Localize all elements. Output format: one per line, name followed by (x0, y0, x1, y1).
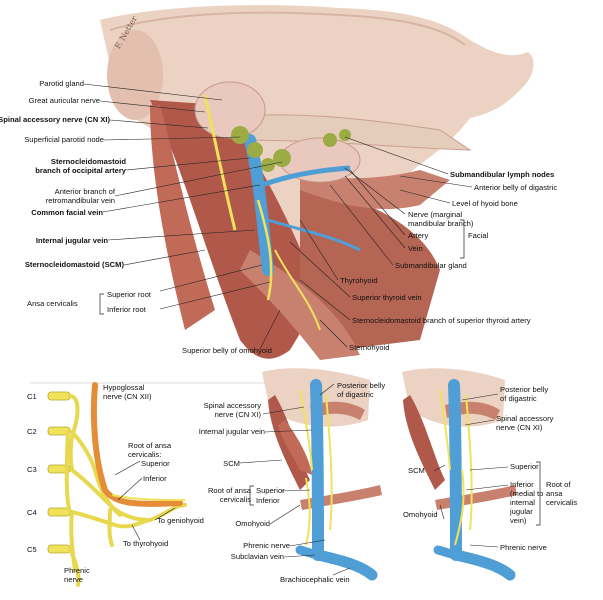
label-facial-artery: Artery (408, 231, 429, 240)
label-phrenic-1: Phrenic (64, 566, 90, 575)
label-facial: Facial (468, 231, 489, 240)
label-superior-root: Superior root (107, 290, 151, 299)
right-diagram (402, 368, 541, 581)
label-spinal-accessory-nerve: Spinal accessory nerve (CN XI) (0, 115, 110, 124)
label-mid-ijv: Internal jugular vein (198, 427, 265, 436)
middle-diagram (239, 368, 382, 581)
label-right-root-3: cervicalis (546, 498, 578, 507)
label-parotid-gland: Parotid gland (39, 79, 84, 88)
label-facial-nerve-1: Nerve (marginal (408, 210, 463, 219)
label-internal-jugular-vein: Internal jugular vein (35, 236, 108, 245)
label-anterior-branch-2: retromandibular vein (45, 196, 115, 205)
label-right-inferior-4: jugular (510, 507, 533, 516)
label-c1: C1 (27, 392, 37, 401)
label-superior-thyroid-vein: Superior thyroid vein (352, 293, 422, 302)
label-superior-belly-omohyoid: Superior belly of omohyoid (182, 346, 272, 355)
label-right-posterior-belly-1: Posterior belly (500, 385, 549, 394)
label-mid-inferior: Inferior (256, 496, 280, 505)
label-right-inferior-2: (medial to (510, 489, 544, 498)
label-right-omohyoid: Omohyoid (403, 510, 438, 519)
label-scm: Sternocleidomastoid (SCM) (24, 260, 124, 269)
label-mid-brachiocephalic: Brachiocephalic vein (280, 575, 350, 584)
label-thyrohyoid: Thyrohyoid (340, 276, 378, 285)
label-common-facial-vein: Common facial vein (31, 208, 103, 217)
top-dissection (83, 5, 534, 360)
label-anterior-branch-1: Anterior branch of (54, 187, 115, 196)
label-mid-subclavian: Subclavian vein (230, 552, 284, 561)
label-right-inferior-1: Inferior (510, 480, 534, 489)
label-to-thyrohyoid: To thyrohyoid (123, 539, 169, 548)
label-c5: C5 (27, 545, 37, 554)
label-mid-posterior-belly-2: of digastric (337, 390, 374, 399)
label-mid-superior: Superior (256, 486, 285, 495)
label-right-spinal-accessory-2: nerve (CN XI) (496, 423, 543, 432)
label-root-inferior: Inferior (143, 474, 167, 483)
label-mid-spinal-accessory-2: nerve (CN XI) (214, 410, 261, 419)
label-right-inferior-5: vein) (510, 516, 527, 525)
label-mid-phrenic: Phrenic nerve (243, 541, 290, 550)
label-right-posterior-belly-2: of digastric (500, 394, 537, 403)
label-ansa-cervicalis: Ansa cervicalis (27, 299, 78, 308)
label-scm-branch-occipital-1: Sternocleidomastoid (50, 157, 126, 166)
label-right-scm: SCM (408, 466, 425, 475)
label-great-auricular-nerve: Great auricular nerve (28, 96, 100, 105)
label-level-hyoid-bone: Level of hyoid bone (452, 199, 518, 208)
label-hypoglossal-2: nerve (CN XII) (103, 392, 152, 401)
label-facial-nerve-2: mandibular branch) (408, 219, 474, 228)
label-c3: C3 (27, 465, 37, 474)
label-right-spinal-accessory-1: Spinal accessory (496, 414, 554, 423)
label-anterior-belly-digastric: Anterior belly of digastric (474, 183, 558, 192)
label-to-geniohyoid: To geniohyoid (157, 516, 204, 525)
label-hypoglossal-1: Hypoglossal (103, 383, 145, 392)
label-superficial-parotid-node: Superficial parotid node (24, 135, 104, 144)
label-mid-root-2: cervicalis (219, 495, 251, 504)
label-mid-scm: SCM (223, 459, 240, 468)
label-scm-branch-occipital-2: branch of occipital artery (35, 166, 126, 175)
label-right-root-1: Root of (546, 480, 571, 489)
label-sternohyoid: Sternohyoid (349, 343, 390, 352)
label-root-ansa-2: cervicalis: (128, 450, 162, 459)
label-facial-vein: Vein (408, 244, 423, 253)
label-root-superior: Superior (141, 459, 170, 468)
label-scm-branch-superior-thyroid-artery: Sternocleidomastoid branch of superior t… (352, 316, 531, 325)
ansa-schematic (30, 382, 310, 587)
label-phrenic-2: nerve (64, 575, 83, 584)
label-mid-root-1: Root of ansa (207, 486, 251, 495)
label-right-inferior-3: internal (510, 498, 535, 507)
label-c4: C4 (27, 508, 37, 517)
label-submandibular-lymph-nodes: Submandibular lymph nodes (450, 170, 555, 179)
label-mid-posterior-belly-1: Posterior belly (337, 381, 386, 390)
label-right-root-2: ansa (546, 489, 563, 498)
label-inferior-root: Inferior root (107, 305, 146, 314)
label-right-superior: Superior (510, 462, 539, 471)
label-mid-omohyoid: Omohyoid (235, 519, 270, 528)
label-right-phrenic: Phrenic nerve (500, 543, 547, 552)
label-c2: C2 (27, 427, 37, 436)
label-mid-spinal-accessory-1: Spinal accessory (203, 401, 261, 410)
label-submandibular-gland: Submandibular gland (395, 261, 467, 270)
label-root-ansa-1: Root of ansa (128, 441, 172, 450)
